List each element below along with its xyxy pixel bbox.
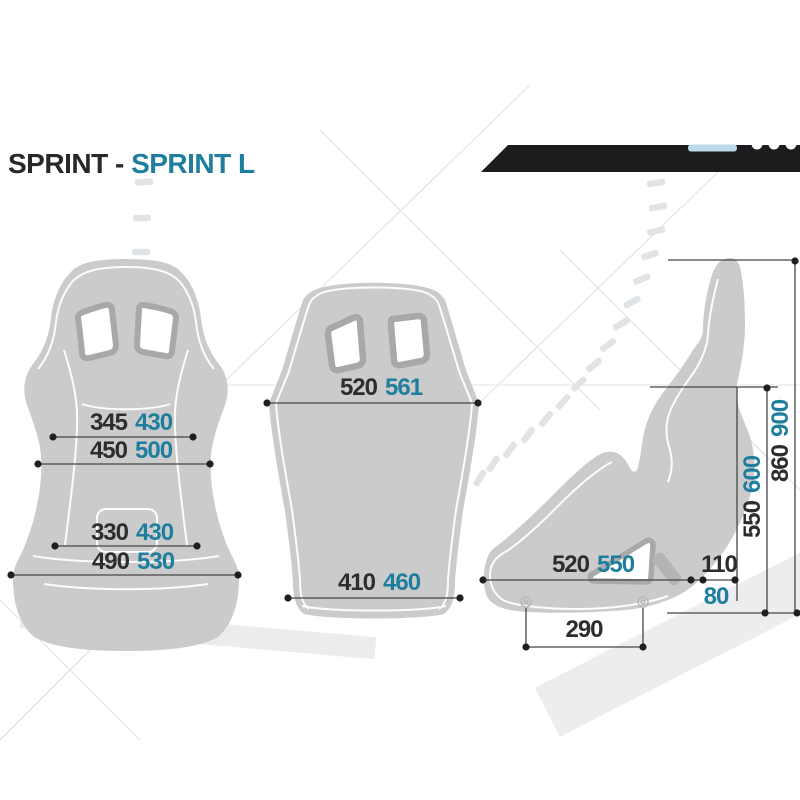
dimension-dots	[7, 257, 800, 651]
banner-bar	[481, 145, 800, 172]
mount-point	[520, 596, 532, 608]
dimension-lines	[11, 259, 800, 650]
belt-hole	[75, 301, 119, 362]
seat-outline	[269, 282, 479, 619]
seat-front-shell	[269, 282, 479, 619]
dim-label-mount-spacing: 290	[565, 616, 603, 643]
banner-letter-bumps	[751, 138, 797, 150]
seat-outline	[483, 258, 755, 613]
title-variant: SPRINT L	[131, 148, 255, 179]
page-title: SPRINT - SPRINT L	[8, 148, 255, 180]
brand-banner	[481, 138, 800, 172]
watermark-tick-marks	[131, 178, 668, 487]
belt-hole	[387, 312, 431, 369]
seat-seams	[274, 286, 474, 612]
dim-label-rear-offset-sprint-l: 80	[703, 583, 730, 610]
dim-label-rear-offset-sprint: 110	[701, 551, 738, 578]
seat-outline	[13, 259, 239, 651]
seat-seams	[32, 265, 220, 591]
dim-label-shoulder-outer-width: 450 500	[89, 437, 173, 464]
seat-seams	[488, 278, 719, 611]
dim-label-seat-depth: 520 550	[551, 551, 635, 578]
title-model: SPRINT -	[8, 148, 124, 179]
mount-point	[637, 596, 649, 608]
dim-label-seat-outer-width: 490 530	[91, 548, 175, 575]
dim-label-seat-inner-width: 330 430	[90, 519, 174, 546]
dim-label-shell-base-width: 410 460	[337, 569, 421, 596]
seat-front-upholstered	[13, 259, 239, 651]
dim-label-shell-max-width: 520 561	[339, 374, 423, 401]
side-strap-slot	[652, 552, 682, 586]
belt-hole	[134, 302, 179, 360]
seat-side-view	[483, 258, 755, 613]
dim-label-shoulder-height: 550 600	[739, 455, 766, 539]
dim-label-total-height: 860 900	[767, 399, 794, 483]
side-mount-hole	[587, 537, 656, 585]
banner-blue-mark	[688, 144, 737, 152]
belt-hole	[324, 313, 367, 374]
dim-label-shoulder-inner-width: 345 430	[89, 409, 173, 436]
